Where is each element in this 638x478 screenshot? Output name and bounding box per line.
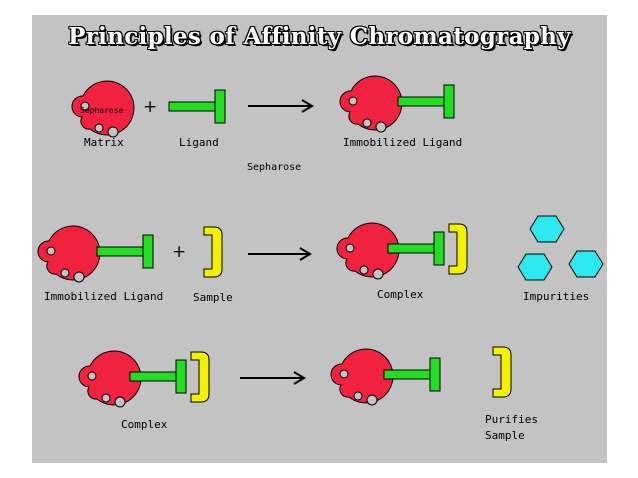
sample-row2 [203, 226, 223, 278]
sample-label: Sample [193, 291, 233, 304]
immobilized-ligand-row3 [330, 348, 441, 406]
matrix-label: Matrix [84, 136, 124, 149]
complex-label-row3: Complex [121, 418, 168, 431]
complex-row3 [78, 350, 210, 408]
ligand-row1 [168, 89, 226, 124]
plus-sign-row2: + [172, 242, 186, 262]
immobilized-ligand-row1 [339, 75, 455, 133]
impurities-label: Impurities [523, 290, 590, 303]
purified-sample [492, 346, 512, 398]
arrow-row1 [248, 99, 314, 113]
plus-sign-row1: + [143, 97, 157, 117]
immobilized-ligand-label-row1: Immobilized Ligand [343, 136, 463, 149]
ligand-label: Ligand [179, 136, 219, 149]
immobilized-ligand-label-row2: Immobilized Ligand [44, 290, 164, 303]
complex-row2 [336, 222, 468, 280]
impurities-hexagons [517, 215, 604, 281]
purified-sample-label-line2: Sample [485, 429, 525, 442]
immobilized-ligand-row2 [37, 225, 154, 283]
sepharose-label: Sepharose [247, 162, 302, 173]
matrix-sepharose-text: Sepharose [80, 106, 124, 115]
slide-title: Principles of Affinity Chromatography [68, 23, 571, 50]
arrow-row3 [240, 371, 306, 385]
purified-sample-label-line1: Purifies [485, 413, 538, 426]
arrow-row2 [248, 247, 312, 261]
complex-label-row2: Complex [377, 288, 424, 301]
